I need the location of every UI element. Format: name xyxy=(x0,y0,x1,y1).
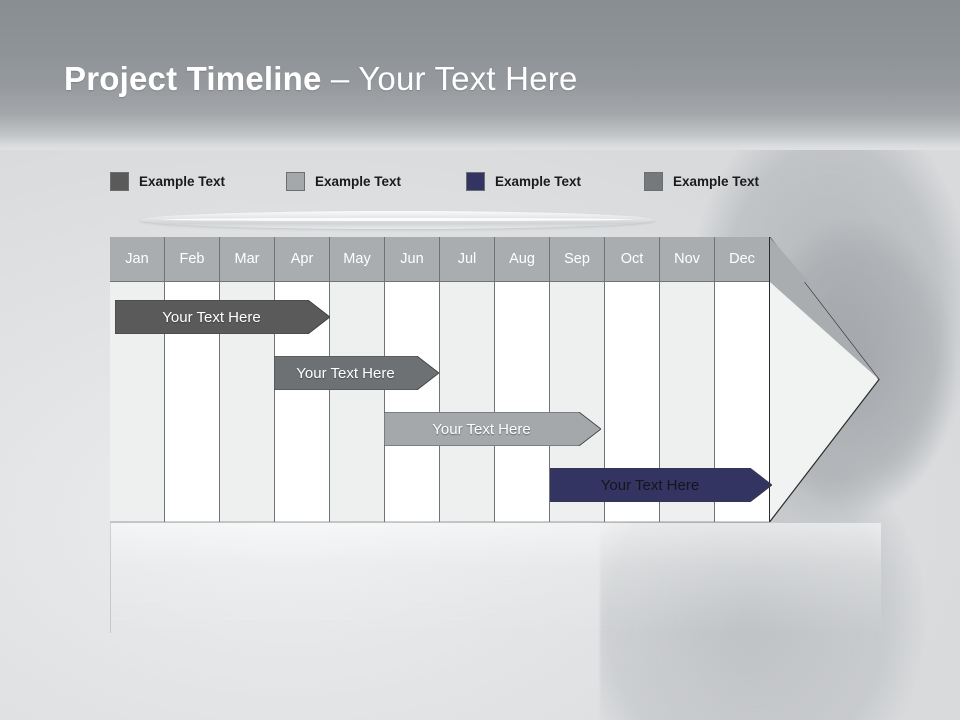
month-header-cell: May xyxy=(330,237,384,282)
month-column: Aug xyxy=(495,237,550,522)
timeline-bar-shape xyxy=(384,412,601,446)
month-header-cell: Feb xyxy=(165,237,219,282)
legend-item-label: Example Text xyxy=(315,173,402,189)
header-band xyxy=(0,0,960,150)
month-column-body xyxy=(495,282,549,522)
month-header-cell: Sep xyxy=(550,237,604,282)
legend-item[interactable]: Example Text xyxy=(286,168,401,194)
timeline-bar-shape xyxy=(550,468,772,502)
decorative-ellipse xyxy=(140,211,655,229)
timeline-bar-shape xyxy=(274,356,439,390)
month-header-cell: Apr xyxy=(275,237,329,282)
legend-item[interactable]: Example Text xyxy=(110,168,225,194)
month-header-cell: Oct xyxy=(605,237,659,282)
month-column: Jun xyxy=(385,237,440,522)
month-column: Jul xyxy=(440,237,495,522)
legend-item-label: Example Text xyxy=(495,173,582,189)
month-header-cell: Dec xyxy=(715,237,769,282)
legend-swatch-icon xyxy=(110,171,129,191)
month-header-cell: Jun xyxy=(385,237,439,282)
chart-legend: Example Text Example Text Example Text Exam… xyxy=(110,168,830,194)
month-header-cell: Jan xyxy=(110,237,164,282)
legend-swatch-icon xyxy=(286,171,305,191)
legend-swatch-icon xyxy=(644,171,663,191)
month-header-cell: Nov xyxy=(660,237,714,282)
month-column-body xyxy=(330,282,384,522)
legend-item-label: Example Text xyxy=(673,173,760,189)
legend-item-label: Example Text xyxy=(139,173,226,189)
chart-baseline xyxy=(110,521,770,523)
timeline-bar[interactable]: Your Text Here xyxy=(384,412,601,446)
month-header-cell: Mar xyxy=(220,237,274,282)
timeline-bar[interactable]: Your Text Here xyxy=(115,300,330,334)
title-rest-part: – Your Text Here xyxy=(321,60,578,97)
month-header-cell: Jul xyxy=(440,237,494,282)
timeline-bar[interactable]: Your Text Here xyxy=(274,356,439,390)
legend-swatch-icon xyxy=(466,171,485,191)
legend-item[interactable]: Example Text xyxy=(466,168,581,194)
month-column-body xyxy=(385,282,439,522)
timeline-bar-shape xyxy=(115,300,330,334)
page-title: Project Timeline – Your Text Here xyxy=(64,60,578,98)
month-header-cell: Aug xyxy=(495,237,549,282)
month-column-body xyxy=(440,282,494,522)
timeline-bar[interactable]: Your Text Here xyxy=(550,468,772,502)
title-bold-part: Project Timeline xyxy=(64,60,322,97)
chart-reflection xyxy=(110,523,881,633)
legend-item[interactable]: Example Text xyxy=(644,168,759,194)
